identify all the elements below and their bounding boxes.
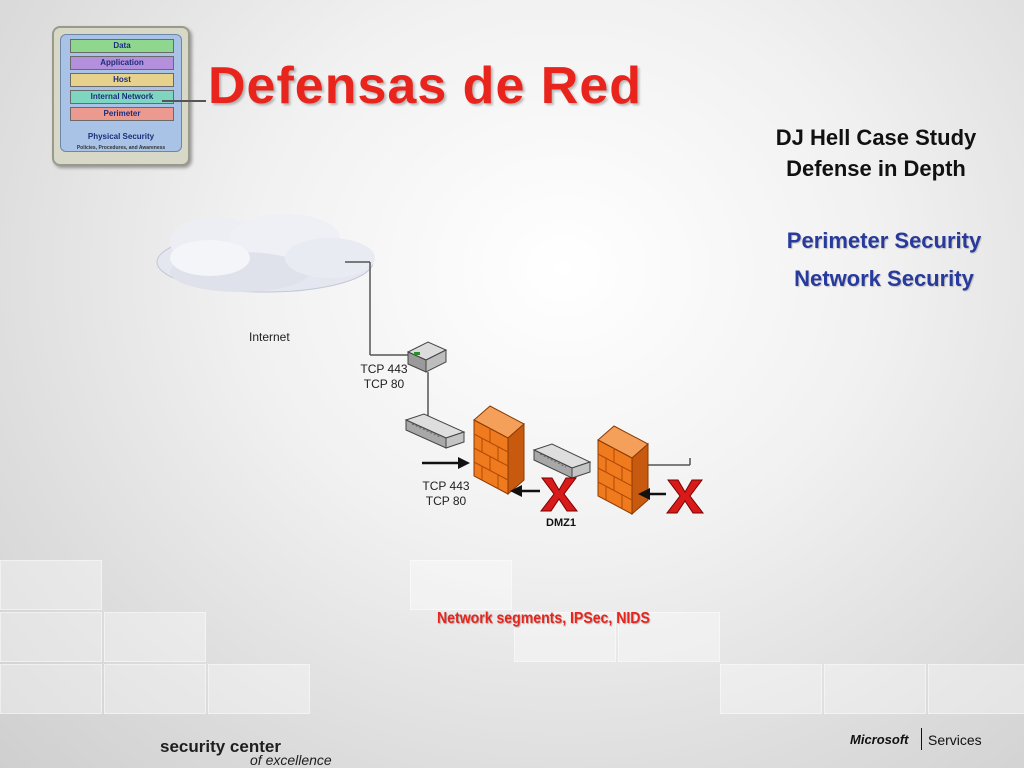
background-tile xyxy=(0,612,102,662)
firewall-icon xyxy=(597,425,649,516)
brand-security-center: security center xyxy=(160,737,281,756)
layer-physical-security: Physical Security xyxy=(87,132,155,141)
case-study-heading: DJ Hell Case Study Defense in Depth xyxy=(740,122,1012,184)
arrow-icon xyxy=(510,485,540,497)
router-ports-label: TCP 443 TCP 80 xyxy=(356,362,412,392)
layer-host: Host xyxy=(70,73,174,87)
switch-icon xyxy=(532,443,592,479)
background-tile xyxy=(824,664,926,714)
block-x-icon xyxy=(665,479,705,514)
block-x-icon xyxy=(539,477,579,512)
layers-stack: Data Application Host Internal Network P… xyxy=(60,34,182,152)
footnote-controls: Network segments, IPSec, NIDS xyxy=(437,610,650,627)
case-study-title: DJ Hell Case Study xyxy=(775,125,977,150)
background-tile xyxy=(104,664,206,714)
background-tile xyxy=(104,612,206,662)
background-tile xyxy=(0,560,102,610)
brand-of-excellence: of excellence xyxy=(250,752,332,768)
background-tile xyxy=(0,664,102,714)
router-port-443: TCP 443 xyxy=(360,362,408,376)
dmz-port-443: TCP 443 xyxy=(422,479,470,493)
layer-application: Application xyxy=(70,56,174,70)
router-port-80: TCP 80 xyxy=(363,377,405,391)
case-study-subtitle: Defense in Depth xyxy=(786,156,966,181)
microsoft-logo: Microsoft xyxy=(850,732,909,747)
internet-label: Internet xyxy=(249,330,290,344)
background-tile xyxy=(720,664,822,714)
layer-perimeter: Perimeter xyxy=(70,107,174,121)
page-title: Defensas de Red xyxy=(208,57,643,115)
layer-internal-network: Internal Network xyxy=(70,90,174,104)
dmz-port-80: TCP 80 xyxy=(425,494,467,508)
cloud-icon xyxy=(156,214,375,293)
dmz-label: DMZ1 xyxy=(546,517,576,529)
background-tile xyxy=(928,664,1024,714)
services-label: Services xyxy=(928,732,982,748)
logo-divider xyxy=(921,728,922,750)
arrow-icon xyxy=(422,457,470,469)
focus-item-perimeter-security: Perimeter Security xyxy=(786,228,982,253)
focus-item-network-security: Network Security xyxy=(794,266,974,291)
switch-icon xyxy=(404,413,466,449)
background-tile xyxy=(208,664,310,714)
background-tile xyxy=(514,612,616,662)
layer-data: Data xyxy=(70,39,174,53)
router-icon xyxy=(406,341,448,373)
background-tile xyxy=(618,612,720,662)
defense-in-depth-layers-graphic: Data Application Host Internal Network P… xyxy=(52,26,190,166)
dmz-ports-label: TCP 443 TCP 80 xyxy=(418,479,474,509)
firewall-icon xyxy=(473,405,525,496)
background-tile xyxy=(410,560,512,610)
arrow-icon xyxy=(638,488,666,500)
layer-policies-footer: Policies, Procedures, and Awareness xyxy=(76,145,166,151)
